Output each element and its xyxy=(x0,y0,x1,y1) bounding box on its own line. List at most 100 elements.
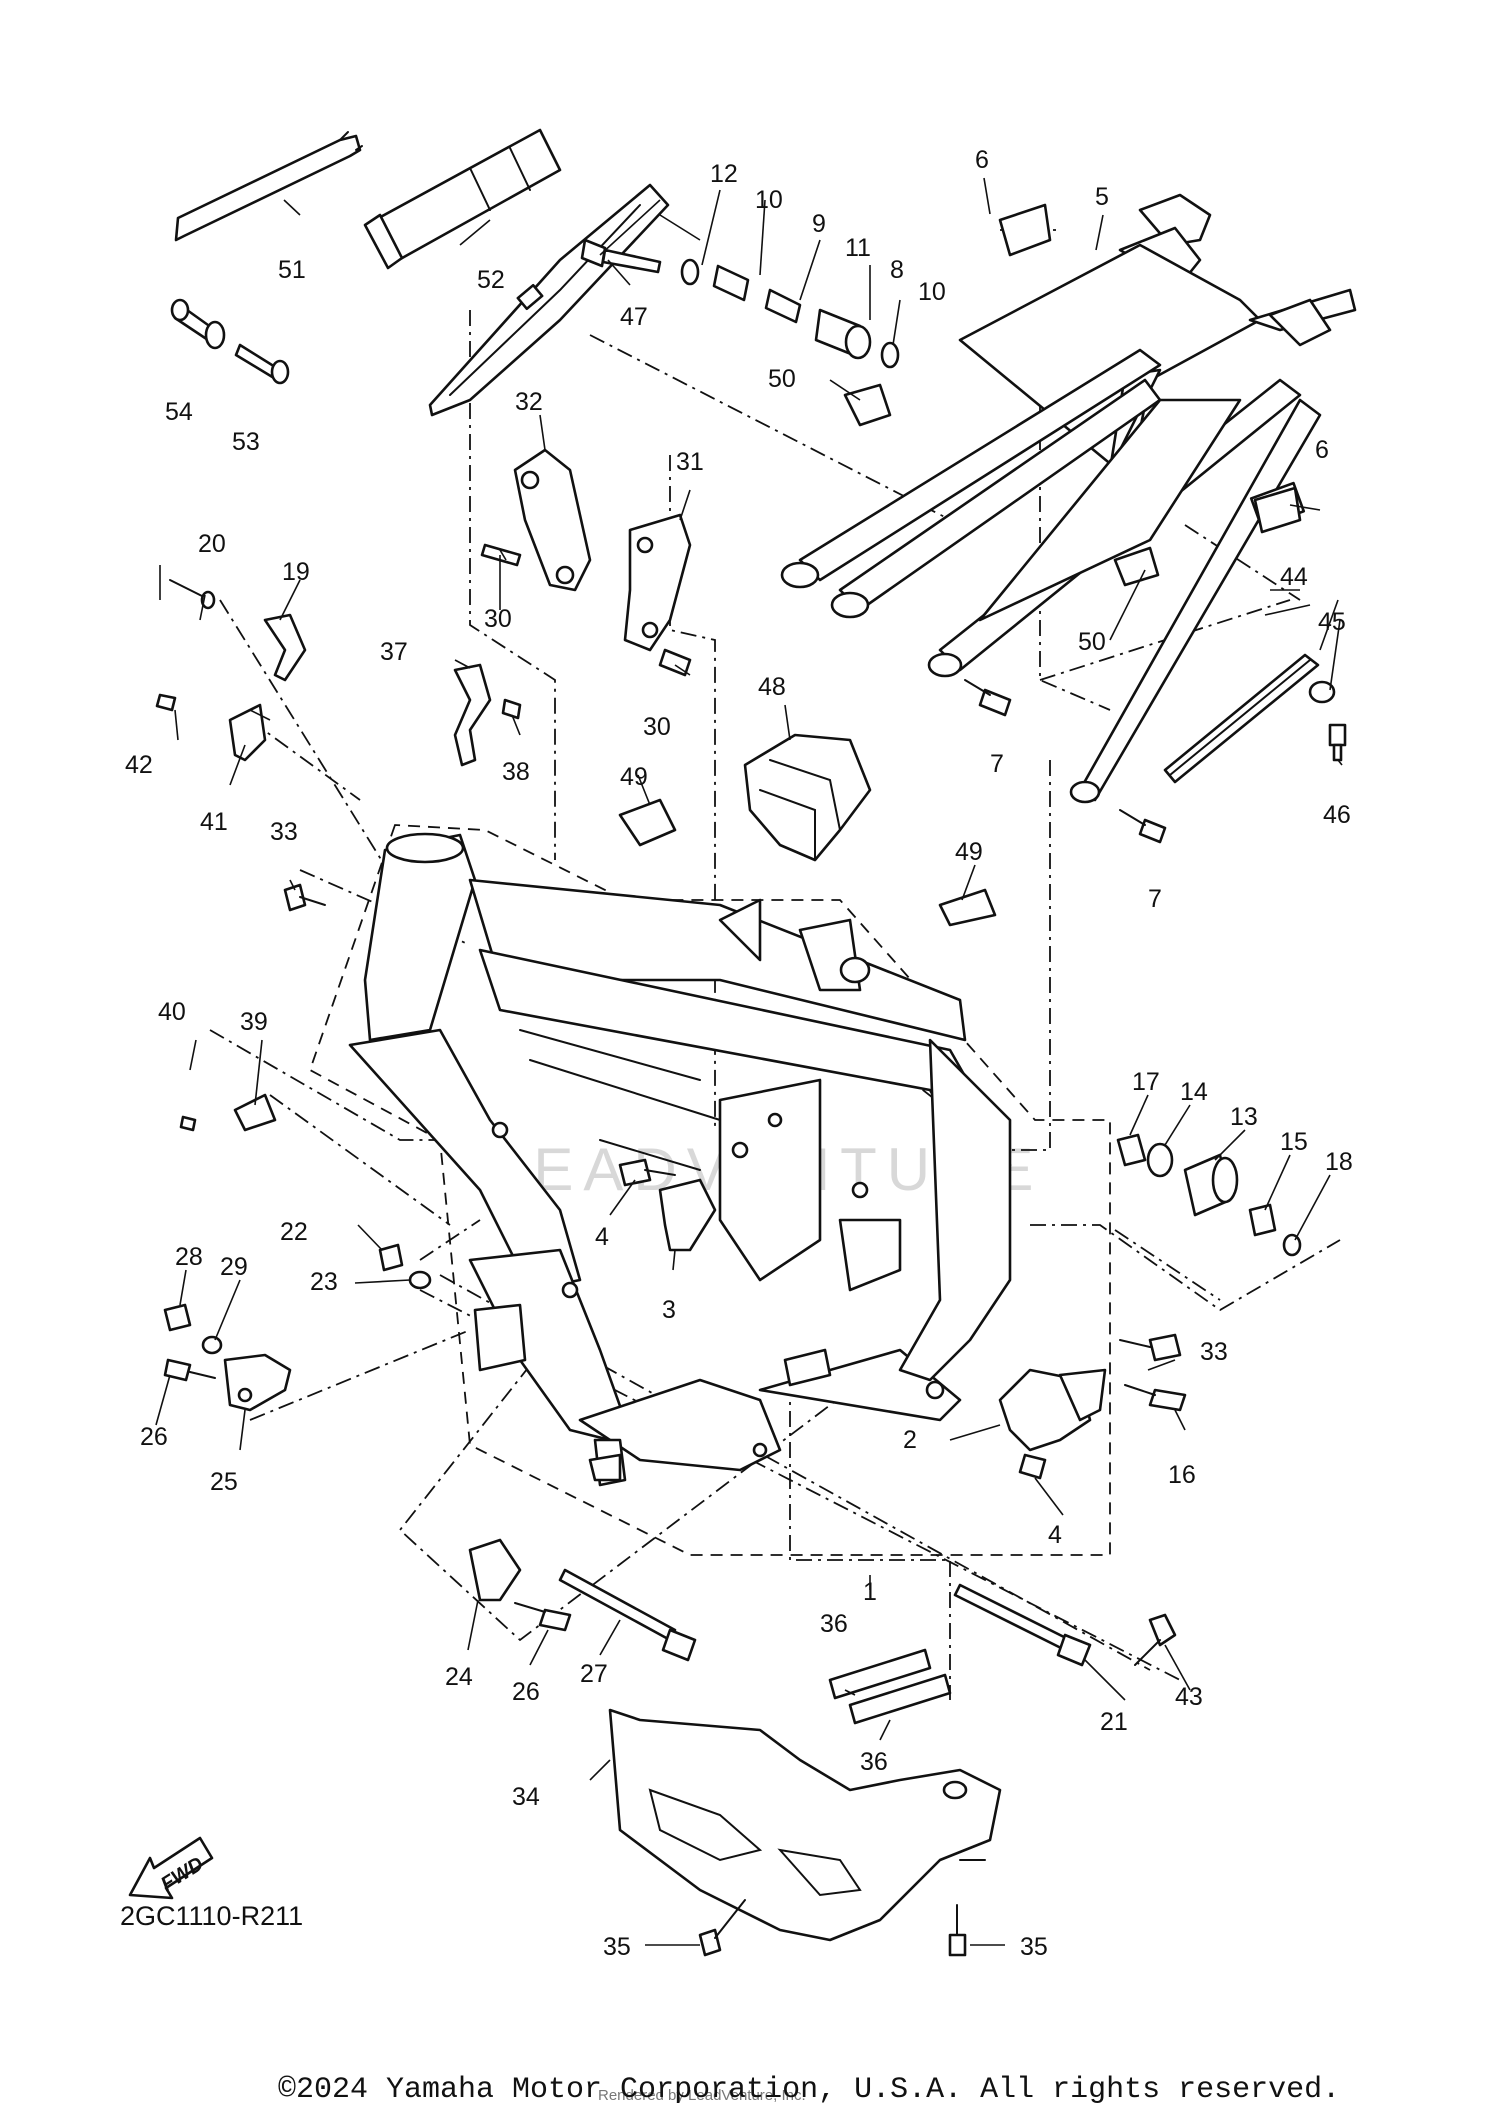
bolt-7b xyxy=(1119,809,1167,844)
callout-10b: 10 xyxy=(918,278,946,306)
pin-20 xyxy=(169,579,216,610)
callout-33b: 33 xyxy=(1200,1338,1228,1366)
callout-49a: 49 xyxy=(620,763,648,791)
callout-labels: 51 52 47 12 10 9 11 8 10 6 5 50 54 53 32… xyxy=(125,146,1353,1961)
callout-51: 51 xyxy=(278,256,306,284)
spanner-wrench-51 xyxy=(174,131,363,242)
bolt-16 xyxy=(1124,1384,1187,1412)
bolt-46 xyxy=(1328,723,1347,762)
bolt-30a xyxy=(480,543,522,567)
bolt-35a xyxy=(698,1899,746,1957)
engine-bolt-27 xyxy=(558,1568,697,1662)
engine-bolt-21 xyxy=(953,1583,1092,1667)
bolt-30b xyxy=(658,648,692,677)
collar-53 xyxy=(234,343,290,385)
clamp-37 xyxy=(453,663,492,767)
callout-27: 27 xyxy=(580,1660,608,1688)
socket-tool-52 xyxy=(363,128,562,270)
callout-1: 1 xyxy=(863,1578,877,1606)
pivot-bolt-12 xyxy=(580,238,662,274)
washer-14 xyxy=(1146,1142,1174,1178)
callout-10a: 10 xyxy=(755,186,783,214)
callout-40: 40 xyxy=(158,998,186,1026)
bolt-26b xyxy=(514,1602,572,1632)
washer-18 xyxy=(1282,1233,1302,1257)
cable-clip-50a xyxy=(843,383,892,427)
copyright-text: ©2024 Yamaha Motor Corporation, U.S.A. A… xyxy=(278,2073,1340,2107)
label-6a xyxy=(998,203,1052,257)
callout-50b: 50 xyxy=(1078,628,1106,656)
callout-41: 41 xyxy=(200,808,228,836)
callout-24: 24 xyxy=(445,1663,473,1691)
collar-45 xyxy=(1308,680,1336,704)
callout-38: 38 xyxy=(502,758,530,786)
callout-30a: 30 xyxy=(484,605,512,633)
main-frame-1 xyxy=(348,832,1012,1487)
callout-26a: 26 xyxy=(140,1423,168,1451)
callout-16: 16 xyxy=(1168,1461,1196,1489)
engine-bracket-3 xyxy=(658,1178,717,1252)
callout-23: 23 xyxy=(310,1268,338,1296)
bolt-4b xyxy=(1018,1453,1047,1480)
callout-37: 37 xyxy=(380,638,408,666)
callout-2: 2 xyxy=(903,1426,917,1454)
callout-34: 34 xyxy=(512,1783,540,1811)
callout-48: 48 xyxy=(758,673,786,701)
callout-9: 9 xyxy=(812,210,826,238)
fwd-arrow-icon: FWD xyxy=(128,1836,214,1900)
callout-36a: 36 xyxy=(820,1610,848,1638)
label-6b xyxy=(1253,486,1302,534)
cable-clip-49a xyxy=(618,798,677,847)
callout-35b: 35 xyxy=(1020,1933,1048,1961)
diagram-code: 2GC1110-R211 xyxy=(120,1901,303,1931)
callout-54: 54 xyxy=(165,398,193,426)
callout-21: 21 xyxy=(1100,1708,1128,1736)
bolt-26a xyxy=(163,1358,216,1382)
bracket-31 xyxy=(623,513,692,652)
callout-20: 20 xyxy=(198,530,226,558)
cable-clip-49b xyxy=(938,888,997,927)
callout-13: 13 xyxy=(1230,1103,1258,1131)
screw-38 xyxy=(501,698,522,720)
bushings-8-11 xyxy=(680,258,900,369)
callout-30b: 30 xyxy=(643,713,671,741)
bracket-19 xyxy=(263,613,307,682)
callout-32: 32 xyxy=(515,388,543,416)
bolt-42 xyxy=(155,693,177,712)
washer-23 xyxy=(408,1270,432,1290)
collar-54 xyxy=(170,298,226,350)
assembly-dash-lines xyxy=(209,229,1341,1700)
strap-44 xyxy=(1163,653,1320,784)
damper-pad-36a xyxy=(828,1648,932,1700)
callout-12: 12 xyxy=(710,160,738,188)
callout-28: 28 xyxy=(175,1243,203,1271)
callout-36b: 36 xyxy=(860,1748,888,1776)
screw-40 xyxy=(179,1115,197,1132)
callout-4b: 4 xyxy=(1048,1521,1062,1549)
callout-7b: 7 xyxy=(1148,885,1162,913)
bolt-35b xyxy=(948,1904,967,1957)
callout-33a: 33 xyxy=(270,818,298,846)
cable-clip-50b xyxy=(1113,546,1160,587)
callout-31: 31 xyxy=(676,448,704,476)
engine-mount-24 xyxy=(468,1538,522,1602)
callout-49b: 49 xyxy=(955,838,983,866)
damper-pad-36b xyxy=(848,1673,952,1725)
rendered-by-text: Rendered by LeadVenture, Inc. xyxy=(598,2087,806,2104)
callout-39: 39 xyxy=(240,1008,268,1036)
callout-6b: 6 xyxy=(1315,436,1329,464)
bolt-7a xyxy=(964,679,1012,717)
callout-4a: 4 xyxy=(595,1223,609,1251)
callout-29: 29 xyxy=(220,1253,248,1281)
callout-15: 15 xyxy=(1280,1128,1308,1156)
callout-43: 43 xyxy=(1175,1683,1203,1711)
engine-mount-25 xyxy=(223,1353,292,1412)
callout-19: 19 xyxy=(282,558,310,586)
callout-8: 8 xyxy=(890,256,904,284)
callout-53: 53 xyxy=(232,428,260,456)
callout-7a: 7 xyxy=(990,750,1004,778)
callout-6a: 6 xyxy=(975,146,989,174)
nut-28 xyxy=(163,1303,192,1332)
washer-29 xyxy=(201,1335,223,1355)
callout-46: 46 xyxy=(1323,801,1351,829)
